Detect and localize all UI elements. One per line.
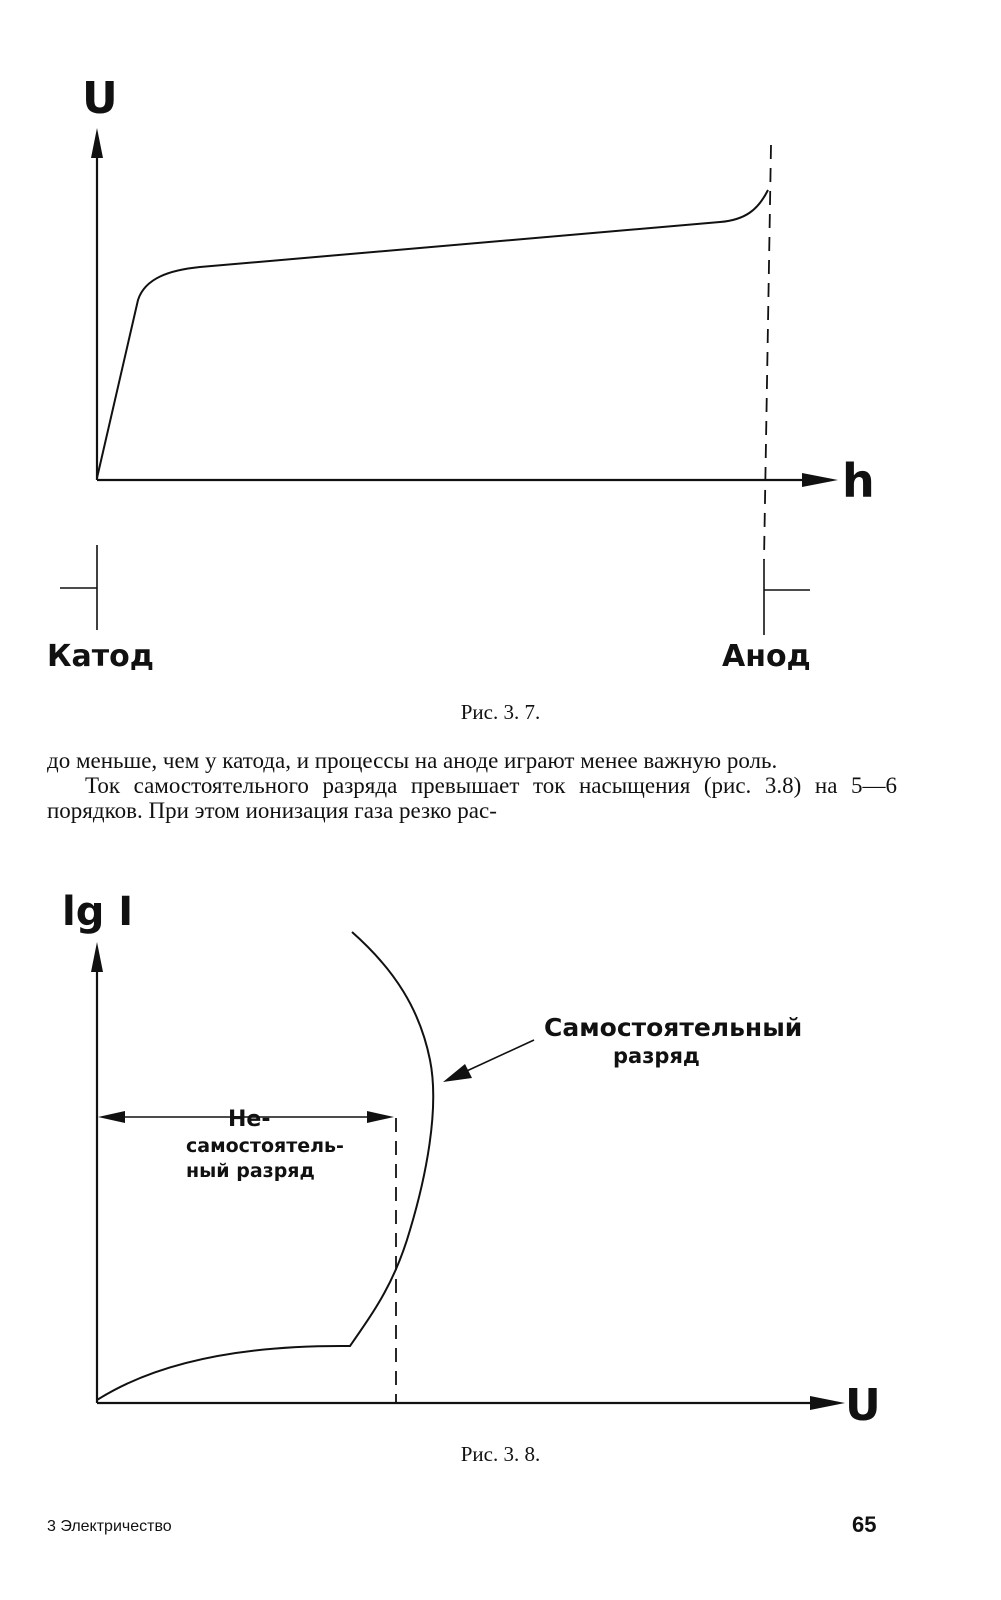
figure-3-7: U h Катод Анод [47, 73, 875, 674]
fig2-self-label-line2: разряд [613, 1044, 700, 1068]
paragraph-1: до меньше, чем у катода, и процессы на а… [47, 748, 778, 773]
fig2-self-pointer-head [443, 1064, 472, 1082]
fig1-anode-label: Анод [722, 639, 811, 674]
fig2-non-self-label-line1: Не- [228, 1107, 270, 1132]
fig1-x-axis-arrow [802, 473, 838, 487]
fig2-non-self-label-line3: ный разряд [186, 1160, 315, 1182]
fig2-x-axis-arrow [810, 1396, 845, 1410]
fig1-y-axis-arrow [91, 128, 103, 158]
fig1-cathode-label: Катод [47, 639, 154, 674]
fig2-y-axis-arrow [91, 942, 103, 972]
fig2-x-axis-label: U [845, 1380, 881, 1431]
fig2-current-voltage-curve [96, 931, 435, 1401]
paragraph-2: Ток самостоятельного разряда превышает т… [47, 773, 897, 823]
footer-running-title: 3 Электричество [47, 1518, 172, 1535]
page-number: 65 [852, 1512, 877, 1537]
fig2-region-arrow-right [367, 1111, 394, 1123]
fig1-potential-curve [96, 189, 769, 479]
fig1-y-axis-label: U [82, 73, 118, 124]
fig2-y-axis-label: lg I [62, 889, 133, 935]
fig2-region-arrow-left [98, 1111, 125, 1123]
body-text: до меньше, чем у катода, и процессы на а… [47, 748, 897, 823]
fig2-self-pointer-line [457, 1039, 535, 1076]
fig2-self-label-line1: Самостоятельный [544, 1013, 802, 1042]
figure-3-7-caption: Рис. 3. 7. [460, 700, 541, 724]
fig2-non-self-label-line2: самостоятель- [186, 1135, 344, 1157]
fig1-x-axis-label: h [842, 454, 875, 508]
fig1-anode-dashed-line [763, 144, 772, 561]
figure-3-8-caption: Рис. 3. 8. [460, 1442, 541, 1466]
